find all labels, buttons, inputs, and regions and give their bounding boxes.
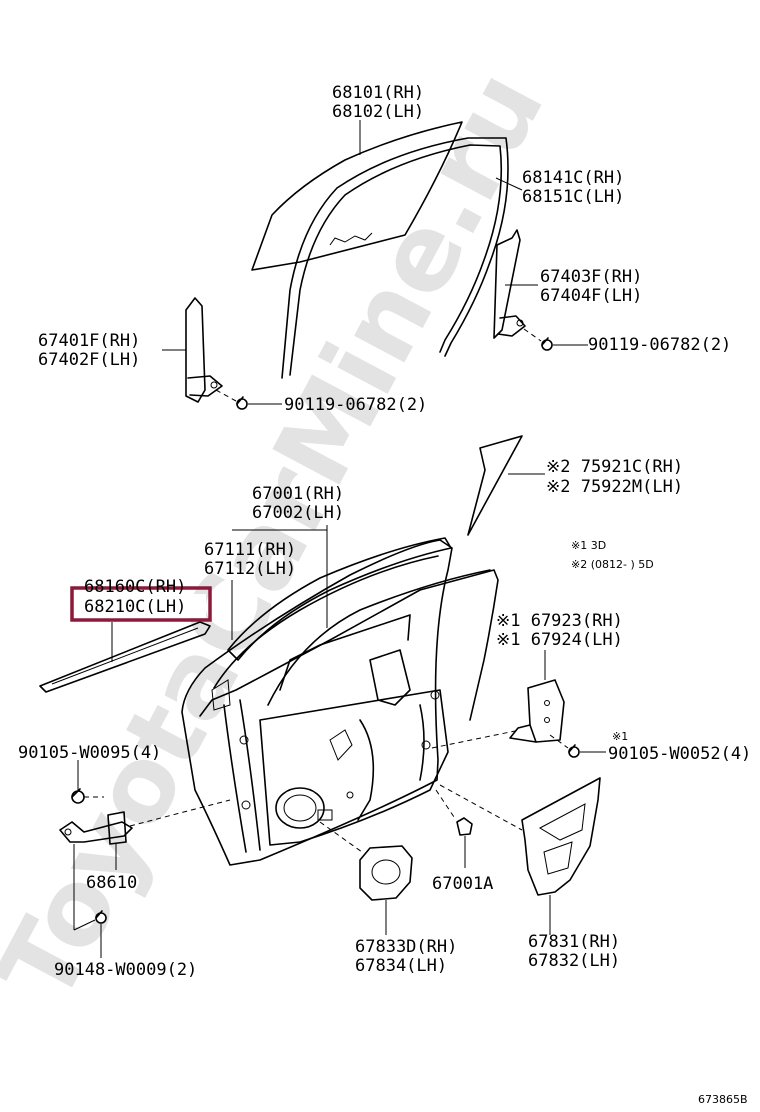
callout-67001A[interactable]: 67001A bbox=[432, 874, 493, 894]
door-check[interactable] bbox=[59, 811, 133, 845]
svg-text:67001A: 67001A bbox=[432, 874, 493, 894]
notes: ※1 3D ※2 (0812- ) 5D bbox=[571, 539, 654, 571]
svg-text:90148-W0009(2): 90148-W0009(2) bbox=[54, 960, 197, 980]
callout-67403[interactable]: 67403F(RH) 67404F(LH) bbox=[540, 267, 642, 306]
svg-text:67001(RH): 67001(RH) bbox=[252, 484, 344, 504]
callout-67833[interactable]: 67833D(RH) 67834(LH) bbox=[355, 937, 457, 976]
belt-moulding[interactable] bbox=[39, 621, 211, 693]
callout-67923[interactable]: ※1 67923(RH) ※1 67924(LH) bbox=[496, 611, 623, 650]
svg-text:67832(LH): 67832(LH) bbox=[528, 951, 620, 971]
svg-text:※1: ※1 bbox=[612, 730, 628, 743]
door-plug-grommet[interactable] bbox=[456, 817, 473, 836]
highlight-box bbox=[70, 586, 212, 622]
callout-75921[interactable]: ※2 75921C(RH) ※2 75922M(LH) bbox=[546, 457, 683, 497]
dash-grommet bbox=[435, 789, 457, 821]
diagram-code: 673865B bbox=[698, 1093, 748, 1106]
callout-90148[interactable]: 90148-W0009(2) bbox=[54, 960, 197, 980]
dash-screw-a bbox=[523, 328, 542, 342]
screw-icon[interactable] bbox=[541, 337, 553, 351]
callout-67111[interactable]: 67111(RH) 67112(LH) bbox=[204, 540, 296, 579]
door-weatherstrip[interactable] bbox=[227, 537, 452, 661]
svg-text:67403F(RH): 67403F(RH) bbox=[540, 267, 642, 287]
svg-text:68102(LH): 68102(LH) bbox=[332, 102, 424, 122]
callout-90105b[interactable]: ※1 90105-W0052(4) bbox=[608, 730, 751, 764]
svg-text:67402F(LH): 67402F(LH) bbox=[38, 350, 140, 370]
dash-hinge bbox=[431, 729, 521, 749]
door-hinge[interactable] bbox=[509, 679, 565, 743]
svg-text:67834(LH): 67834(LH) bbox=[355, 956, 447, 976]
svg-text:67401F(RH): 67401F(RH) bbox=[38, 331, 140, 351]
svg-text:90105-W0052(4): 90105-W0052(4) bbox=[608, 744, 751, 764]
callout-68610[interactable]: 68610 bbox=[86, 873, 137, 893]
callout-67831[interactable]: 67831(RH) 67832(LH) bbox=[528, 932, 620, 971]
dash-bolt bbox=[549, 734, 569, 749]
label-backdrop bbox=[76, 594, 206, 618]
svg-text:67404F(LH): 67404F(LH) bbox=[540, 286, 642, 306]
svg-text:67112(LH): 67112(LH) bbox=[204, 559, 296, 579]
svg-text:68141C(RH): 68141C(RH) bbox=[522, 168, 624, 188]
svg-text:90119-06782(2): 90119-06782(2) bbox=[588, 335, 731, 355]
svg-text:67111(RH): 67111(RH) bbox=[204, 540, 296, 560]
svg-text:90105-W0095(4): 90105-W0095(4) bbox=[18, 743, 161, 763]
leader-68141 bbox=[495, 177, 523, 191]
rear-division-bar[interactable] bbox=[493, 229, 526, 339]
svg-text:67831(RH): 67831(RH) bbox=[528, 932, 620, 952]
callout-90119b[interactable]: 90119-06782(2) bbox=[284, 395, 427, 415]
svg-text:68160C(RH): 68160C(RH) bbox=[84, 577, 186, 597]
door-glass[interactable] bbox=[251, 121, 463, 271]
svg-text:※1 67923(RH): ※1 67923(RH) bbox=[496, 611, 623, 631]
front-division-bar[interactable] bbox=[185, 297, 223, 403]
door-trim-cover[interactable] bbox=[521, 777, 601, 896]
svg-text:68210C(LH): 68210C(LH) bbox=[84, 597, 186, 617]
svg-text:68610: 68610 bbox=[86, 873, 137, 893]
svg-text:67833D(RH): 67833D(RH) bbox=[355, 937, 457, 957]
svg-text:67002(LH): 67002(LH) bbox=[252, 503, 344, 523]
front-door-panel[interactable] bbox=[181, 539, 499, 866]
note-2: ※2 (0812- ) 5D bbox=[571, 558, 654, 571]
bolt-icon[interactable] bbox=[568, 744, 580, 758]
callout-68160[interactable]: 68160C(RH) 68210C(LH) bbox=[76, 577, 206, 618]
dash-screw-b bbox=[215, 389, 237, 402]
callout-67401[interactable]: 67401F(RH) 67402F(LH) bbox=[38, 331, 140, 370]
bolt-icon[interactable] bbox=[71, 788, 85, 804]
callout-90119a[interactable]: 90119-06782(2) bbox=[588, 335, 731, 355]
svg-text:※1 67924(LH): ※1 67924(LH) bbox=[496, 630, 623, 650]
svg-text:※2 75921C(RH): ※2 75921C(RH) bbox=[546, 457, 683, 477]
service-hole-cover[interactable] bbox=[359, 845, 413, 901]
dash-cover bbox=[319, 821, 363, 853]
note-1: ※1 3D bbox=[571, 539, 606, 552]
glass-run-channel[interactable] bbox=[281, 137, 509, 379]
callout-67001[interactable]: 67001(RH) 67002(LH) bbox=[252, 484, 344, 523]
callout-68101[interactable]: 68101(RH) 68102(LH) bbox=[332, 83, 424, 122]
svg-text:68101(RH): 68101(RH) bbox=[332, 83, 424, 103]
svg-text:90119-06782(2): 90119-06782(2) bbox=[284, 395, 427, 415]
screw-icon[interactable] bbox=[95, 910, 107, 924]
callout-68141[interactable]: 68141C(RH) 68151C(LH) bbox=[522, 168, 624, 207]
dash-trim bbox=[439, 784, 523, 831]
leader-screw-link bbox=[73, 919, 96, 931]
screw-icon[interactable] bbox=[236, 396, 248, 410]
svg-text:68151C(LH): 68151C(LH) bbox=[522, 187, 624, 207]
door-garnish[interactable] bbox=[467, 435, 523, 536]
callout-90105a[interactable]: 90105-W0095(4) bbox=[18, 743, 161, 763]
svg-text:※2 75922M(LH): ※2 75922M(LH) bbox=[546, 477, 683, 497]
